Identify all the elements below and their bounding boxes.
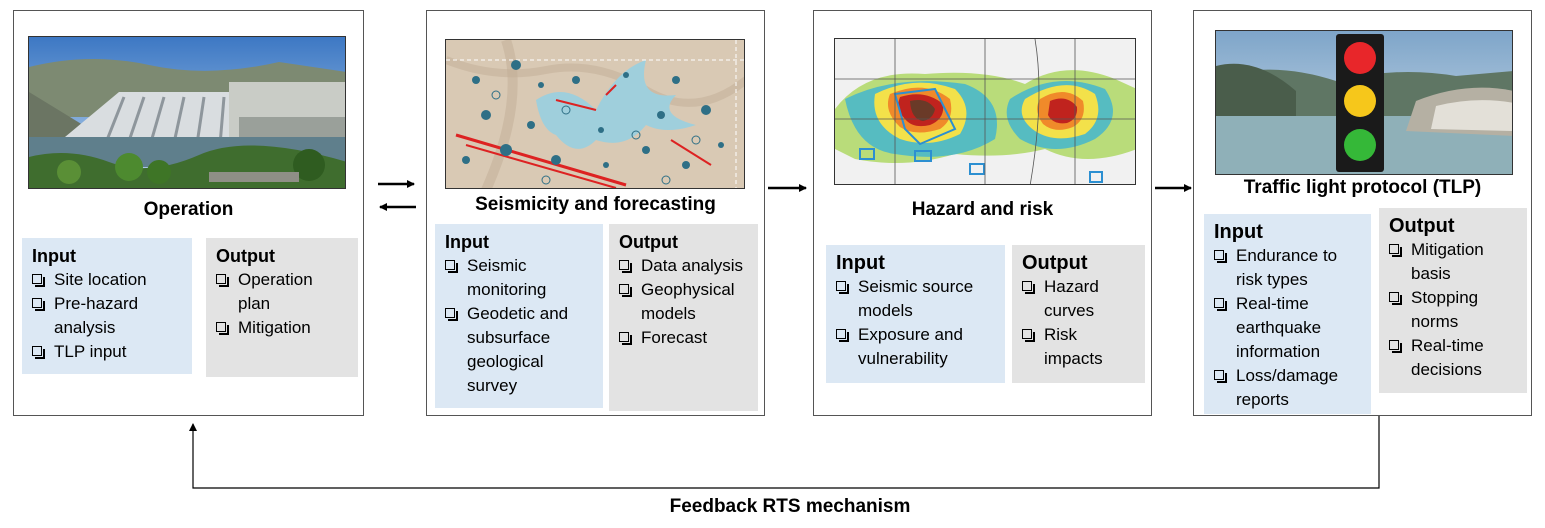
list-item: Endurance to risk types [1214, 244, 1361, 292]
checkbox-icon [445, 308, 458, 321]
stage-title: Hazard and risk [911, 199, 1054, 220]
checkbox-icon [619, 332, 632, 345]
traffic-light-photo [1215, 30, 1513, 175]
input-box: Input Endurance to risk types Real-time … [1204, 214, 1371, 414]
input-box: Input Seismic source models Exposure and… [826, 245, 1005, 383]
list-item: TLP input [32, 340, 182, 364]
dam-photo [28, 36, 346, 189]
list-item: Loss/damage reports [1214, 364, 1361, 412]
checkbox-icon [1022, 329, 1035, 342]
list-item: Stopping norms [1389, 286, 1517, 334]
hazard-map [834, 38, 1136, 185]
stage-title: Operation [143, 199, 234, 220]
list-item: Operation plan [216, 268, 348, 316]
output-header: Output [1022, 252, 1088, 274]
output-header: Output [216, 246, 275, 266]
checkbox-icon [1022, 281, 1035, 294]
checkbox-icon [32, 346, 45, 359]
checkbox-icon [1214, 298, 1227, 311]
list-item: Exposure and vulnerability [836, 323, 995, 371]
list-item: Mitigation basis [1389, 238, 1517, 286]
output-box: Output Operation plan Mitigation [206, 238, 358, 377]
input-header: Input [1214, 221, 1263, 243]
checkbox-icon [836, 329, 849, 342]
checkbox-icon [445, 260, 458, 273]
list-item: Geodetic and subsurface geological surve… [445, 302, 593, 398]
checkbox-icon [619, 284, 632, 297]
stage-hazard-panel: Hazard and risk Input Seismic source mod… [813, 10, 1152, 416]
checkbox-icon [32, 274, 45, 287]
list-item: Geophysical models [619, 278, 748, 326]
list-item: Seismic monitoring [445, 254, 593, 302]
checkbox-icon [216, 322, 229, 335]
feedback-label: Feedback RTS mechanism [669, 496, 911, 517]
feedback-loop-arrow [189, 416, 1380, 489]
checkbox-icon [619, 260, 632, 273]
list-item: Real-time earthquake information [1214, 292, 1361, 364]
input-header: Input [445, 232, 489, 252]
stage-seismicity-panel: Seismicity and forecasting Input Seismic… [426, 10, 765, 416]
stage-title: Traffic light protocol (TLP) [1243, 177, 1482, 198]
input-header: Input [836, 252, 885, 274]
stage-operation-panel: Operation Input Site location Pre-hazard… [13, 10, 364, 416]
list-item: Data analysis [619, 254, 748, 278]
list-item: Seismic source models [836, 275, 995, 323]
list-item: Site location [32, 268, 182, 292]
checkbox-icon [32, 298, 45, 311]
checkbox-icon [1389, 244, 1402, 257]
list-item: Risk impacts [1022, 323, 1135, 371]
stage-title: Seismicity and forecasting [475, 194, 716, 215]
checkbox-icon [216, 274, 229, 287]
checkbox-icon [1214, 250, 1227, 263]
checkbox-icon [1389, 292, 1402, 305]
output-header: Output [1389, 215, 1455, 237]
input-header: Input [32, 246, 76, 266]
checkbox-icon [1389, 340, 1402, 353]
list-item: Real-time decisions [1389, 334, 1517, 382]
list-item: Mitigation [216, 316, 348, 340]
output-box: Output Hazard curves Risk impacts [1012, 245, 1145, 383]
output-box: Output Data analysis Geophysical models … [609, 224, 758, 411]
seismicity-map [445, 39, 745, 189]
list-item: Pre-hazard analysis [32, 292, 182, 340]
output-box: Output Mitigation basis Stopping norms R… [1379, 208, 1527, 393]
stage-tlp-panel: Traffic light protocol (TLP) Input Endur… [1193, 10, 1532, 416]
checkbox-icon [836, 281, 849, 294]
list-item: Forecast [619, 326, 748, 350]
output-header: Output [619, 232, 678, 252]
input-box: Input Seismic monitoring Geodetic and su… [435, 224, 603, 408]
list-item: Hazard curves [1022, 275, 1135, 323]
checkbox-icon [1214, 370, 1227, 383]
input-box: Input Site location Pre-hazard analysis … [22, 238, 192, 374]
